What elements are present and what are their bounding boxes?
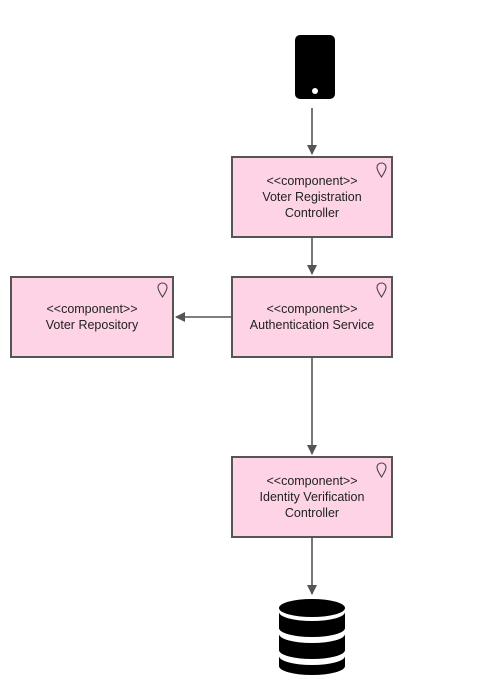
component-name: Voter Registration Controller bbox=[262, 190, 362, 220]
location-pin-icon bbox=[376, 162, 387, 178]
component-stereotype: <<component>> bbox=[266, 474, 358, 488]
component-stereotype: <<component>> bbox=[266, 302, 358, 316]
location-pin-icon bbox=[376, 282, 387, 298]
location-pin-icon bbox=[376, 462, 387, 478]
database-icon bbox=[279, 599, 345, 675]
component-voter-registration-controller[interactable]: <<component>> Voter Registration Control… bbox=[231, 156, 393, 238]
component-name: Voter Repository bbox=[45, 318, 139, 332]
component-stereotype: <<component>> bbox=[46, 302, 138, 316]
location-pin-icon bbox=[157, 282, 168, 298]
component-identity-verification-controller[interactable]: <<component>> Identity Verification Cont… bbox=[231, 456, 393, 538]
component-name: Authentication Service bbox=[249, 318, 375, 332]
component-name: Identity Verification Controller bbox=[259, 490, 365, 520]
component-voter-repository[interactable]: <<component>> Voter Repository bbox=[10, 276, 174, 358]
component-stereotype: <<component>> bbox=[266, 174, 358, 188]
component-authentication-service[interactable]: <<component>> Authentication Service bbox=[231, 276, 393, 358]
mobile-phone-icon bbox=[295, 35, 335, 99]
